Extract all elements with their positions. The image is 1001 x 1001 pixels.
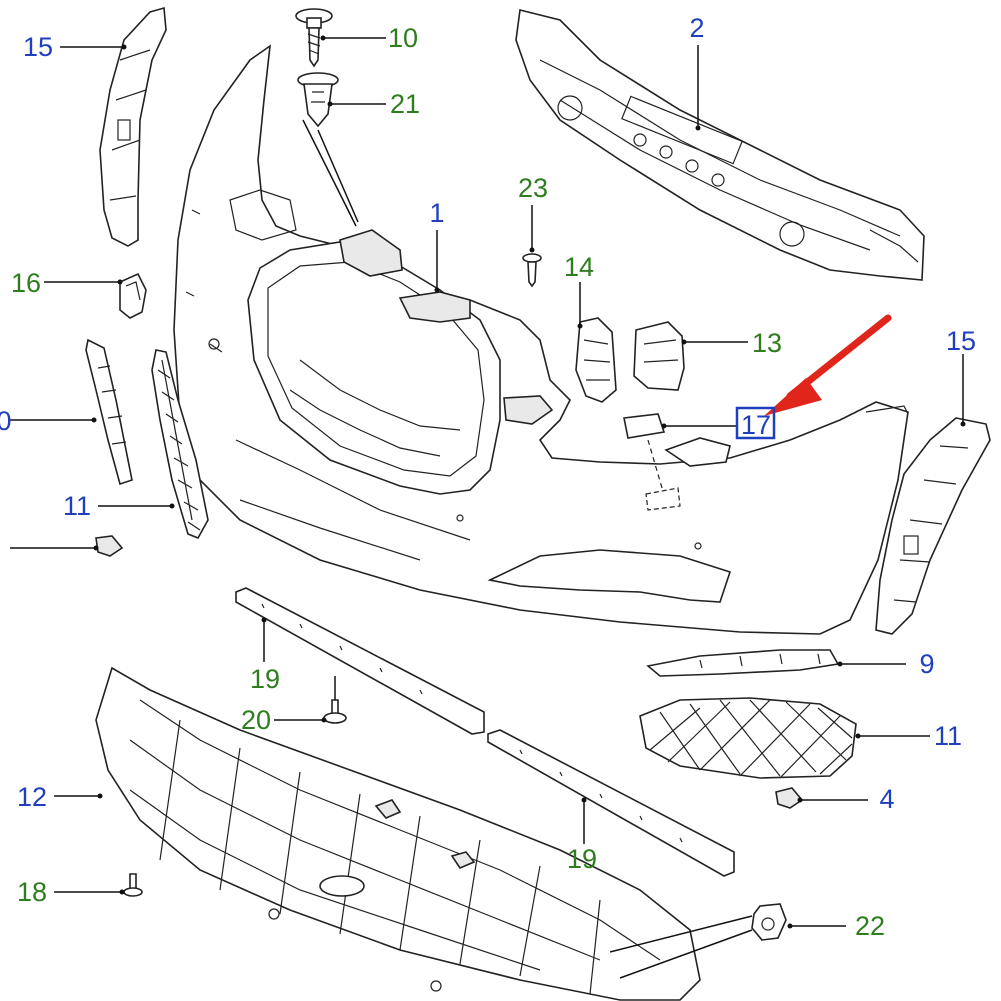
part-screw-10 (295, 8, 333, 68)
part-screw-23 (522, 253, 542, 288)
callout-23: 23 (518, 173, 548, 203)
callout-4: 4 (879, 784, 894, 814)
part-grille-left-11 (151, 349, 209, 540)
part-absorber-2 (515, 9, 925, 281)
part-cap-16 (119, 272, 147, 319)
part-clip-left (95, 535, 124, 557)
part-bolt-18 (123, 873, 143, 897)
callout-16: 16 (11, 268, 41, 298)
part-undertray-12 (95, 666, 701, 1001)
part-molding-strip-left (85, 338, 133, 486)
callout-13: 13 (752, 328, 782, 358)
part-molding-9 (646, 649, 840, 677)
callout-21: 21 (390, 89, 420, 119)
callout-20: 20 (241, 705, 271, 735)
part-bracket-13 (633, 321, 685, 391)
part-bracket-14 (575, 317, 617, 403)
part-bumper-cover-1 (173, 44, 909, 635)
part-clip-22 (751, 903, 787, 941)
part-push-clip-21 (297, 72, 339, 128)
part-grille-right-11 (639, 697, 857, 779)
callout-18: 18 (17, 877, 47, 907)
leader-lines (10, 35, 966, 979)
callout-15-right: 15 (946, 326, 976, 356)
part-bolt-20 (323, 699, 347, 724)
callout-9: 9 (919, 649, 934, 679)
callout-1: 1 (429, 198, 444, 228)
part-strip-19-upper (235, 587, 485, 735)
callout-19-lower: 19 (567, 844, 597, 874)
part-bumper-bracket-left (99, 6, 167, 247)
part-bumper-bracket-right (875, 417, 991, 635)
part-clip-4 (775, 787, 804, 809)
callout-11-left: 11 (63, 491, 91, 521)
part-strip-19-lower (487, 729, 735, 877)
callout-0-cut: 0 (0, 406, 12, 436)
callout-15-left: 15 (23, 32, 53, 62)
callout-19-upper: 19 (250, 664, 280, 694)
callout-10: 10 (388, 23, 418, 53)
callout-12: 12 (17, 782, 47, 812)
highlight-arrow (764, 314, 892, 416)
callout-14: 14 (564, 252, 594, 282)
part-tow-cover-17 (623, 413, 681, 511)
callout-labels: 15 10 21 2 23 1 16 14 13 15 0 17 11 9 19… (0, 13, 976, 941)
callout-11-right: 11 (934, 721, 962, 751)
callout-2: 2 (689, 13, 704, 43)
callout-17: 17 (741, 410, 771, 440)
callout-22: 22 (855, 911, 885, 941)
highlight-box (735, 406, 776, 440)
